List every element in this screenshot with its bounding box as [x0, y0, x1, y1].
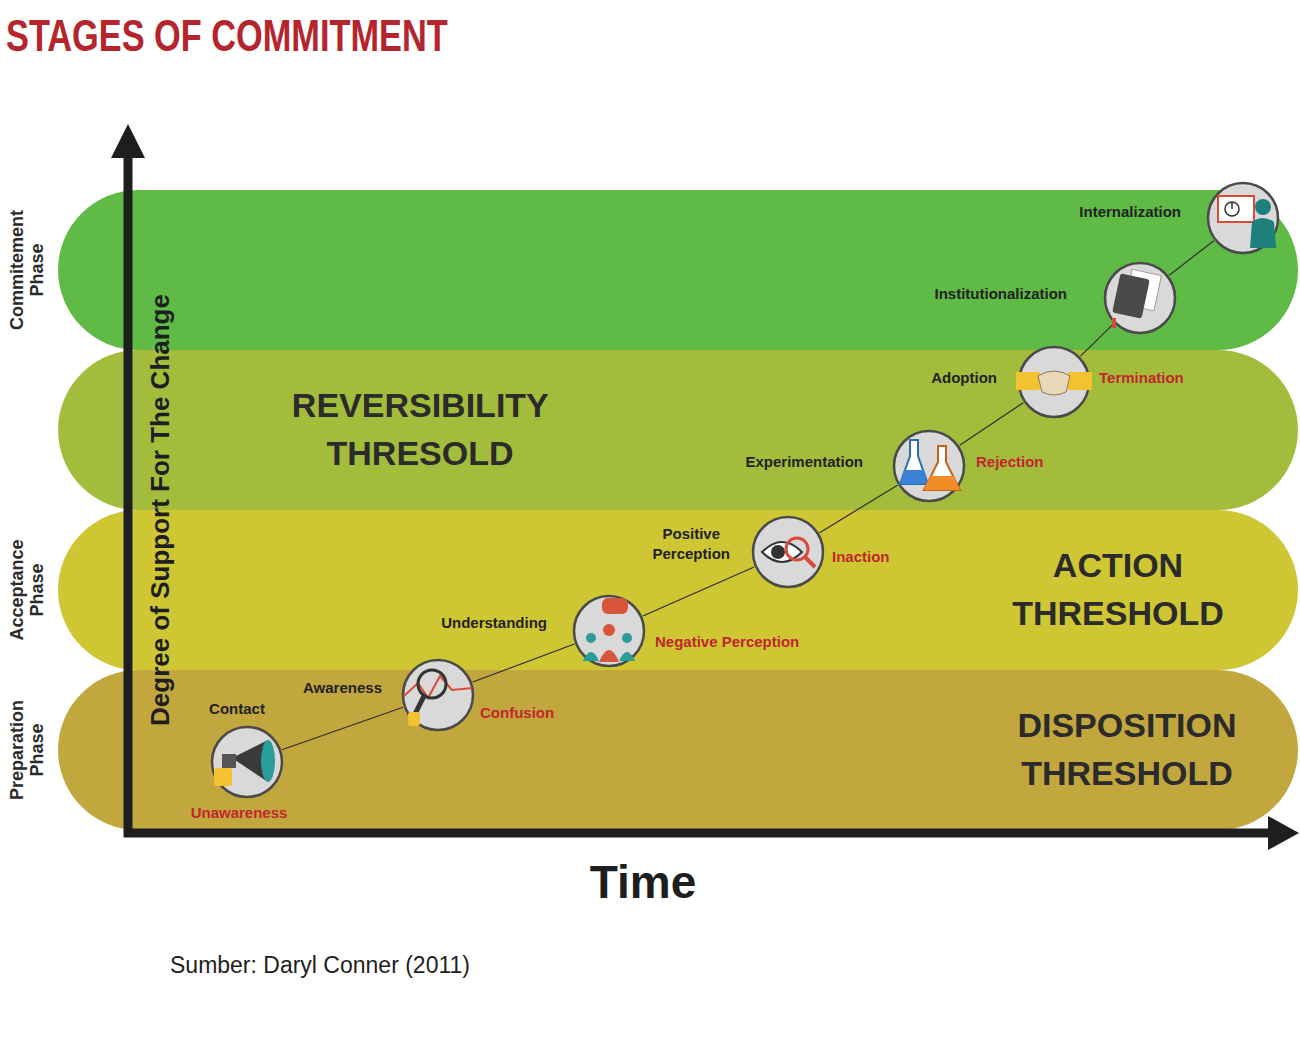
phase-label: Preparation Phase [8, 700, 48, 800]
stage-label: Institutionalization [935, 284, 1068, 304]
stage-label: Adoption [931, 368, 997, 388]
circle-outline [892, 429, 966, 503]
resistance-label: Unawareness [191, 803, 288, 823]
flask-icon [900, 440, 960, 490]
circle-shape [403, 660, 473, 730]
stage-circle: ExperimentationRejection [892, 429, 966, 503]
handshake-icon [1016, 371, 1092, 395]
resistance-label: Termination [1099, 368, 1184, 388]
resistance-label: Inaction [832, 547, 890, 567]
x-axis-head [1268, 816, 1299, 850]
stage-label: Positive Perception [652, 524, 730, 565]
notebook-icon [1112, 269, 1161, 328]
title: STAGES OF COMMITMENT [6, 12, 448, 60]
connector-line [960, 403, 1024, 446]
connector-line [643, 567, 754, 616]
x-axis [124, 829, 1272, 838]
presenter-icon [1218, 196, 1276, 248]
circle-shape [1208, 183, 1278, 253]
caption: Sumber: Daryl Conner (2011) [170, 952, 470, 979]
stage-label: Understanding [441, 613, 547, 633]
people-icon [583, 598, 635, 662]
stage-label: Experimentation [745, 452, 863, 472]
resistance-label: Confusion [480, 703, 554, 723]
connector-line [1080, 324, 1113, 356]
phase-label: Acceptance Phase [8, 539, 48, 640]
threshold-label: ACTION THRESHOLD [1012, 542, 1224, 637]
connector-line [473, 644, 575, 682]
axis-label: Degree of Support For The Change [145, 294, 176, 726]
circle-shape [574, 596, 644, 666]
eye-icon [762, 538, 815, 567]
resistance-label: Rejection [976, 452, 1044, 472]
threshold-label: REVERSIBILITY THRESOLD [292, 382, 548, 477]
connector-line [820, 485, 898, 532]
circle-shape [212, 727, 282, 797]
circle-shape [753, 517, 823, 587]
megaphone-icon [214, 740, 275, 786]
connector-line [282, 707, 403, 750]
axis-label: Time [590, 855, 697, 909]
y-axis-head [111, 124, 145, 158]
magnifier-chart-icon [404, 670, 472, 726]
stage-label: Awareness [303, 678, 382, 698]
y-axis [124, 150, 133, 837]
phase-label: Commitement Phase [8, 210, 48, 330]
resistance-label: Negative Perception [655, 632, 799, 652]
circle-shape [894, 431, 964, 501]
connector-line [1169, 241, 1214, 276]
circle-shape [1105, 263, 1175, 333]
stage-label: Contact [209, 699, 265, 719]
stage-label: Internalization [1079, 202, 1181, 222]
threshold-label: DISPOSITION THRESHOLD [1017, 702, 1236, 797]
